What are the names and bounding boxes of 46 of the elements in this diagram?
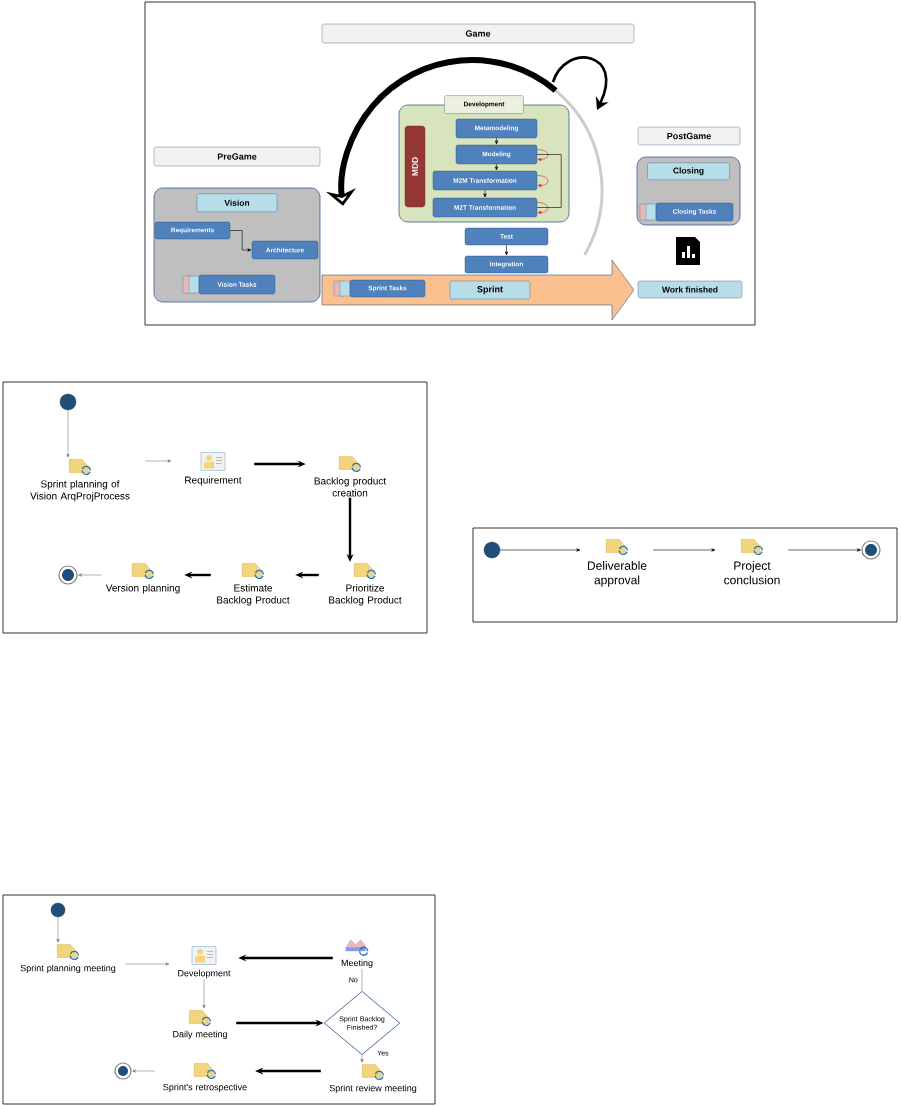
arrow (536, 149, 549, 162)
end-circle (861, 540, 881, 560)
arrow (787, 548, 861, 552)
task-label: Deliverable approval (587, 561, 647, 587)
connector-line (536, 154, 562, 208)
arrow (360, 1054, 364, 1063)
arrow (536, 175, 549, 188)
start-circle (59, 393, 77, 411)
task-label: Requirement (185, 476, 242, 486)
arrow (536, 202, 549, 215)
task-label: Estimate Backlog Product (217, 584, 290, 606)
header-box: PostGame (637, 126, 741, 146)
task-label: Meeting (341, 959, 373, 968)
result-box: Work finished (637, 280, 743, 299)
arrow (56, 916, 60, 943)
arrow (229, 230, 252, 252)
task-label: Sprint planning meeting (20, 964, 116, 974)
arrow (504, 244, 509, 256)
arrow (652, 548, 716, 552)
task-label: Sprint review meeting (329, 1084, 417, 1094)
task-label: Daily meeting (173, 1030, 227, 1040)
connector-line (361, 968, 363, 992)
arrow (499, 548, 581, 552)
task-label: Project conclusion (724, 561, 780, 585)
task-label: Development (178, 969, 231, 979)
task-label: Sprint planning of Vision ArqProjProcess (30, 480, 130, 502)
arrow (78, 573, 103, 577)
arrow (483, 189, 487, 198)
start-circle (50, 902, 66, 918)
arrow (202, 979, 206, 1009)
header-box: PreGame (153, 146, 321, 167)
mdd-bar: MDD (404, 125, 426, 208)
arrow (66, 409, 70, 458)
arrow (494, 137, 499, 145)
end-circle (58, 565, 78, 585)
task-label: Backlog product creation (314, 477, 387, 497)
arrow (124, 962, 170, 966)
arrow (132, 1069, 156, 1073)
start-circle (483, 541, 501, 559)
end-circle (114, 1062, 132, 1080)
task-label: Version planning (105, 584, 180, 594)
arrow (494, 163, 499, 171)
task-label: Sprint's retrospective (163, 1083, 247, 1093)
arrow (144, 459, 172, 463)
header-box: Game (321, 23, 635, 44)
task-label: Prioritize Backlog Product (329, 584, 402, 606)
